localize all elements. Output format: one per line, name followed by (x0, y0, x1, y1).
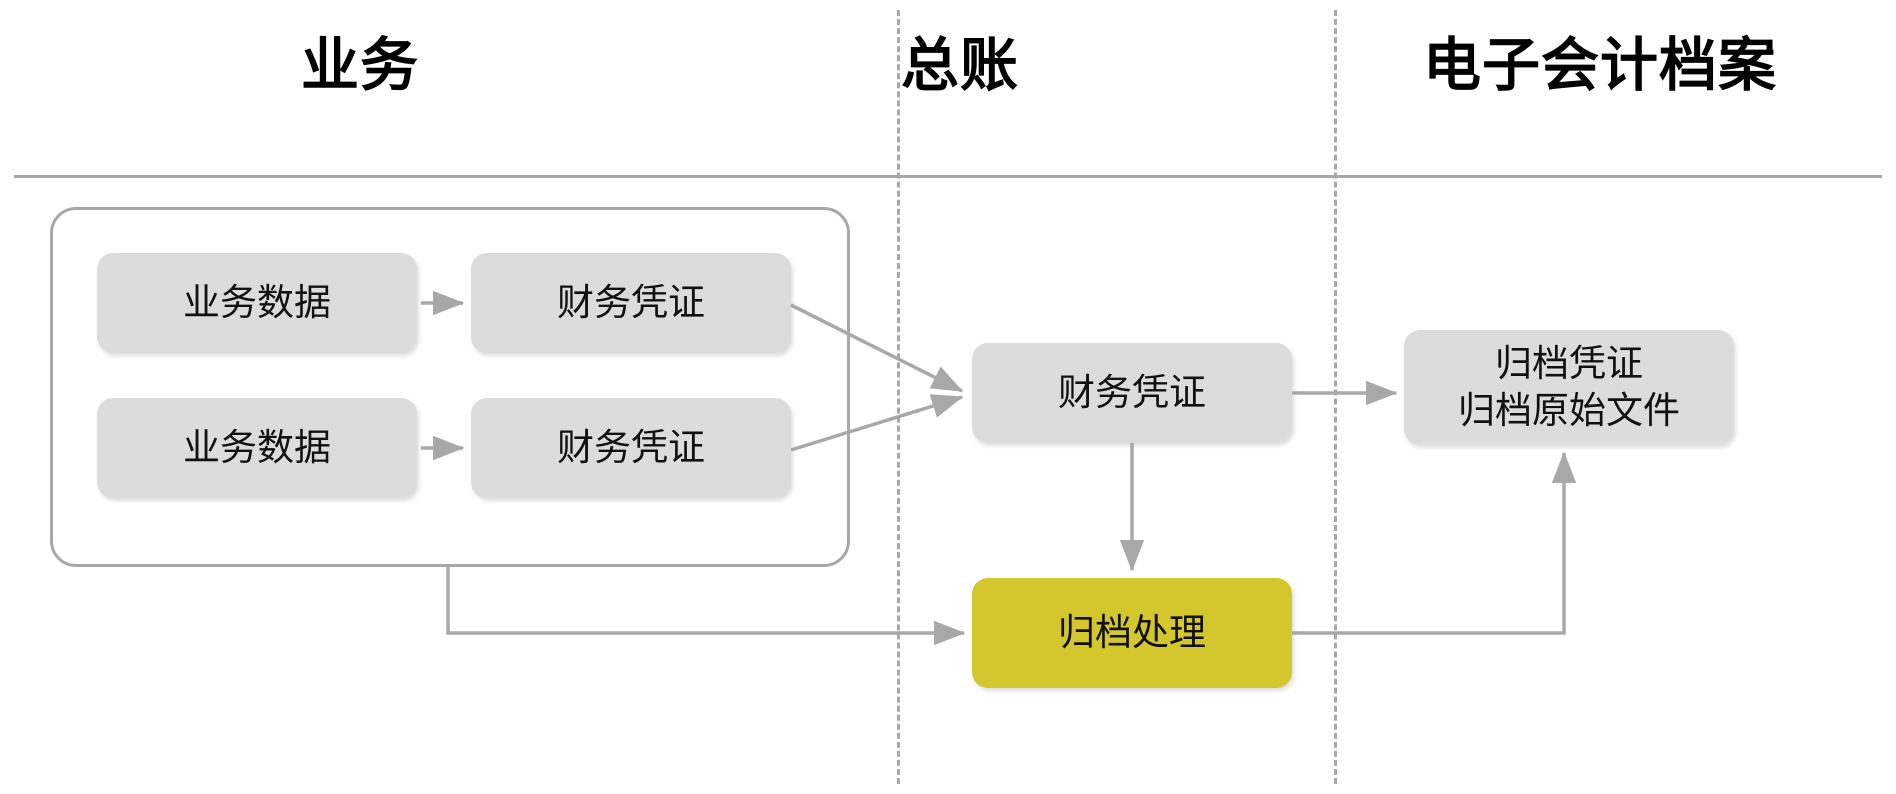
node-label: 财务凭证 (557, 281, 705, 323)
lane-divider-business-ledger (897, 10, 900, 784)
connector-archive-process-to-archived-docs (1292, 451, 1577, 635)
node-label: 归档处理 (1058, 611, 1206, 653)
node-archive-process[interactable]: 归档处理 (972, 578, 1292, 688)
node-business-data-1[interactable]: 业务数据 (97, 253, 417, 353)
node-label-line-1: 归档凭证 (1495, 343, 1643, 385)
node-label: 财务凭证 (1058, 371, 1206, 413)
column-title-general-ledger: 总账 (900, 33, 1019, 98)
lane-divider-ledger-archive (1334, 10, 1337, 784)
node-label: 业务数据 (183, 281, 331, 323)
node-label: 业务数据 (183, 426, 331, 468)
column-title-e-archive: 电子会计档案 (1422, 33, 1777, 98)
node-label-line-2: 归档原始文件 (1458, 389, 1680, 431)
connector-business-group-to-archive-process (446, 567, 966, 646)
node-ledger-voucher[interactable]: 财务凭证 (972, 343, 1292, 443)
node-archived-docs[interactable]: 归档凭证 归档原始文件 (1404, 330, 1734, 445)
node-label: 财务凭证 (557, 426, 705, 468)
node-label-lines: 归档凭证 归档原始文件 (1458, 341, 1680, 434)
node-voucher-2[interactable]: 财务凭证 (471, 398, 791, 498)
column-title-business: 业务 (300, 33, 419, 98)
header-divider-rule (14, 175, 1882, 178)
node-business-data-2[interactable]: 业务数据 (97, 398, 417, 498)
node-voucher-1[interactable]: 财务凭证 (471, 253, 791, 353)
